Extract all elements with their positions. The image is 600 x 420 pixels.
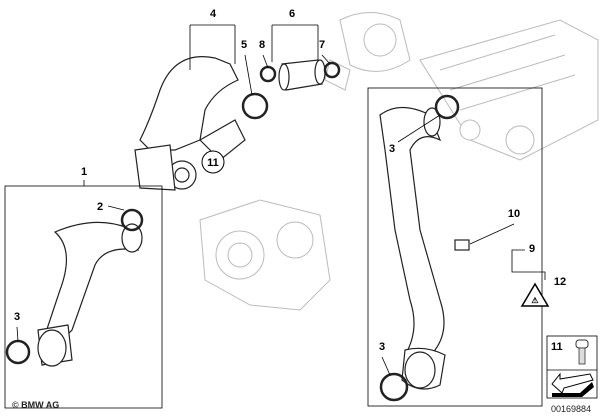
callout-5: 5 <box>241 39 247 51</box>
callout-9: 9 <box>529 243 535 255</box>
callout-3-right-bottom: 3 <box>379 341 385 353</box>
turbocharger-ghost-middle <box>199 199 331 311</box>
hose-part-6 <box>259 59 341 91</box>
callout-11-circle <box>201 150 225 174</box>
callout-10: 10 <box>508 208 520 220</box>
legend-box: 11 <box>546 335 598 399</box>
callout-3-right-top: 3 <box>389 143 395 155</box>
svg-text:⚠: ⚠ <box>531 296 538 305</box>
callout-3-left: 3 <box>14 311 20 323</box>
callout-7: 7 <box>319 39 325 51</box>
intake-manifold-ghost <box>419 19 599 161</box>
legend-part-number: 11 <box>551 341 563 353</box>
callout-4: 4 <box>210 8 217 20</box>
group-box-left <box>4 185 163 409</box>
intake-pipe-part-4 <box>134 56 269 191</box>
group-box-right <box>367 87 543 407</box>
image-number: 00169884 <box>551 404 591 414</box>
arrow-icon <box>551 372 594 397</box>
turbocharger-ghost-top <box>324 12 411 91</box>
callout-8: 8 <box>259 39 265 51</box>
leader-lines <box>16 24 546 376</box>
callout-6: 6 <box>289 8 295 20</box>
sensor-part-10 <box>454 239 470 251</box>
callout-1: 1 <box>81 166 87 178</box>
callout-2: 2 <box>97 201 103 213</box>
warning-triangle-icon: ⚠ <box>520 282 550 307</box>
callout-12: 12 <box>554 276 566 288</box>
copyright: © BMW AG <box>12 400 59 410</box>
screw-icon <box>575 339 589 365</box>
callout-11: 11 <box>207 157 219 169</box>
charge-air-hose-left <box>5 208 144 367</box>
charge-air-hose-right <box>379 94 470 402</box>
